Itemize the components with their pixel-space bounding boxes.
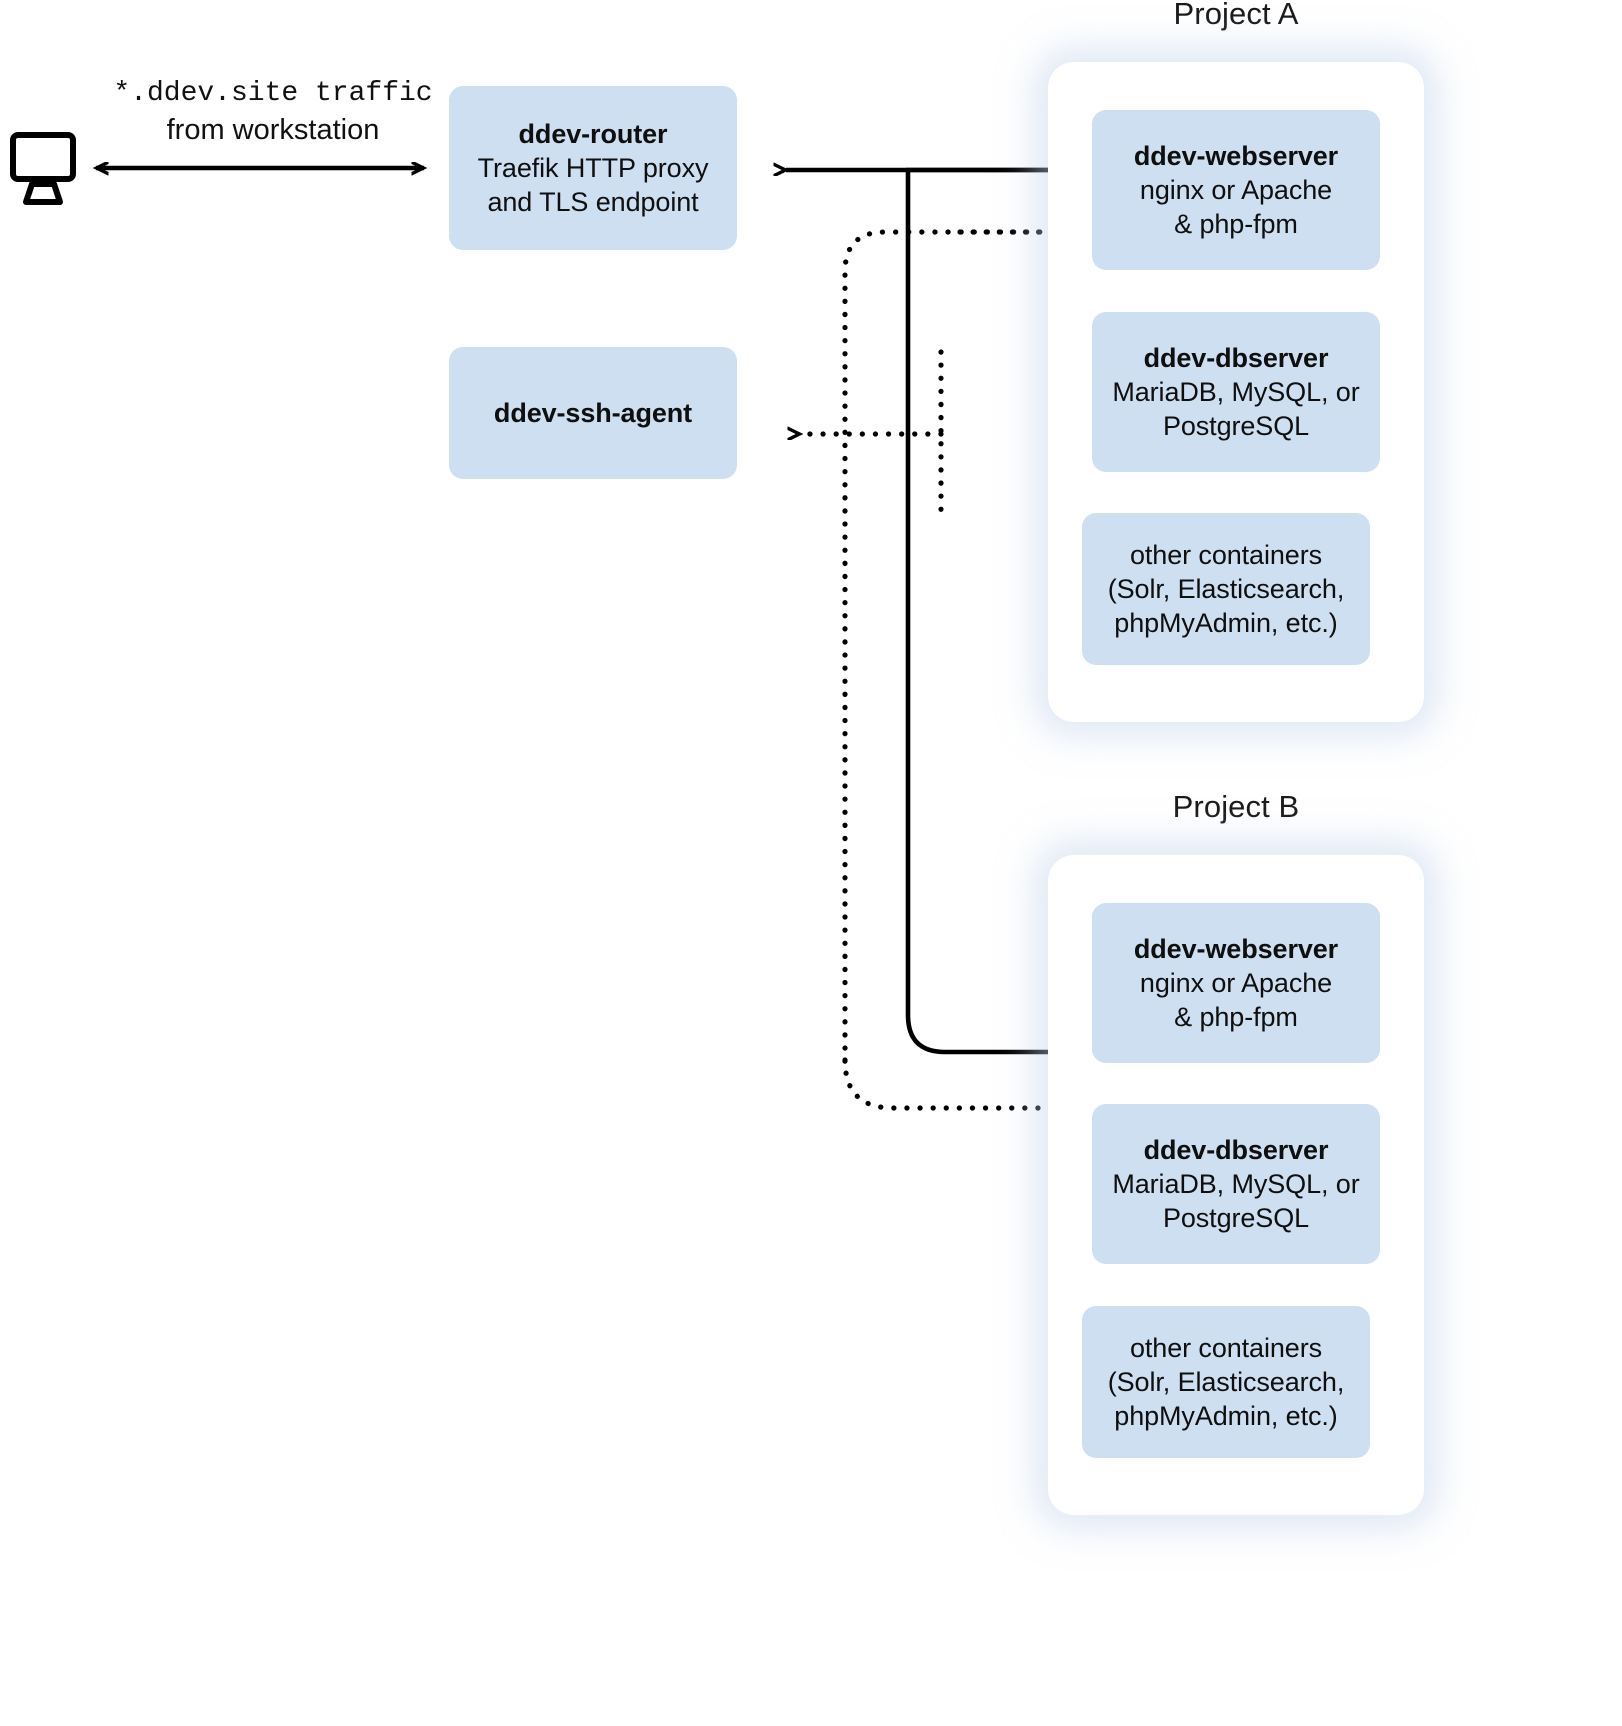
project-b-dbserver-sub-line2: PostgreSQL bbox=[1162, 1203, 1310, 1234]
project-b-dbserver-title: ddev-dbserver bbox=[1143, 1134, 1329, 1165]
project-b-webserver-box[interactable]: ddev-webserver nginx or Apache & php-fpm bbox=[1092, 903, 1380, 1063]
project-a-dbserver-sub-line2: PostgreSQL bbox=[1162, 411, 1310, 442]
ddev-router-sub-line2: and TLS endpoint bbox=[487, 187, 699, 218]
connector-router-webservers-solid bbox=[786, 170, 1070, 1052]
project-b-dbserver-box[interactable]: ddev-dbserver MariaDB, MySQL, or Postgre… bbox=[1092, 1104, 1380, 1264]
project-b-other-containers-line3: phpMyAdmin, etc.) bbox=[1114, 1401, 1338, 1432]
ddev-router-title: ddev-router bbox=[518, 118, 668, 149]
desktop-monitor-icon bbox=[10, 132, 76, 205]
project-b-other-containers-line1: other containers bbox=[1129, 1332, 1322, 1363]
project-a-other-containers-line2: (Solr, Elasticsearch, bbox=[1107, 573, 1345, 604]
project-b-webserver-title: ddev-webserver bbox=[1133, 933, 1339, 964]
project-b-dbserver-sub-line1: MariaDB, MySQL, or bbox=[1112, 1168, 1360, 1199]
project-a-other-containers-box[interactable]: other containers (Solr, Elasticsearch, p… bbox=[1082, 513, 1382, 677]
traffic-caption-line2: from workstation bbox=[166, 113, 380, 146]
project-b-other-containers-box[interactable]: other containers (Solr, Elasticsearch, p… bbox=[1082, 1306, 1382, 1470]
project-a-webserver-box[interactable]: ddev-webserver nginx or Apache & php-fpm bbox=[1092, 110, 1380, 270]
project-a-webserver-sub-line1: nginx or Apache bbox=[1139, 174, 1333, 205]
project-a-other-containers-line3: phpMyAdmin, etc.) bbox=[1114, 608, 1338, 639]
project-a-label: Project A bbox=[1173, 0, 1299, 31]
project-a-dbserver-title: ddev-dbserver bbox=[1143, 342, 1329, 373]
ddev-ssh-agent-box[interactable]: ddev-ssh-agent bbox=[449, 347, 737, 479]
project-b-other-containers-line2: (Solr, Elasticsearch, bbox=[1107, 1366, 1345, 1397]
ddev-router-sub-line1: Traefik HTTP proxy bbox=[477, 152, 709, 183]
ddev-router-box[interactable]: ddev-router Traefik HTTP proxy and TLS e… bbox=[449, 86, 737, 250]
project-a-other-containers-line1: other containers bbox=[1129, 539, 1322, 570]
project-a-webserver-sub-line2: & php-fpm bbox=[1174, 209, 1298, 240]
traffic-caption: *.ddev.site traffic from workstation bbox=[108, 76, 438, 149]
project-b-label: Project B bbox=[1172, 789, 1300, 824]
project-b-webserver-sub-line2: & php-fpm bbox=[1174, 1002, 1298, 1033]
project-b-webserver-sub-line1: nginx or Apache bbox=[1139, 967, 1333, 998]
project-a-webserver-title: ddev-webserver bbox=[1133, 140, 1339, 171]
project-a-dbserver-sub-line1: MariaDB, MySQL, or bbox=[1112, 376, 1360, 407]
connector-webservers-ssh-agent-dotted bbox=[800, 232, 1066, 1108]
ddev-ssh-agent-title: ddev-ssh-agent bbox=[493, 397, 693, 428]
project-a-dbserver-box[interactable]: ddev-dbserver MariaDB, MySQL, or Postgre… bbox=[1092, 312, 1380, 472]
traffic-caption-line1: *.ddev.site traffic bbox=[113, 78, 433, 109]
